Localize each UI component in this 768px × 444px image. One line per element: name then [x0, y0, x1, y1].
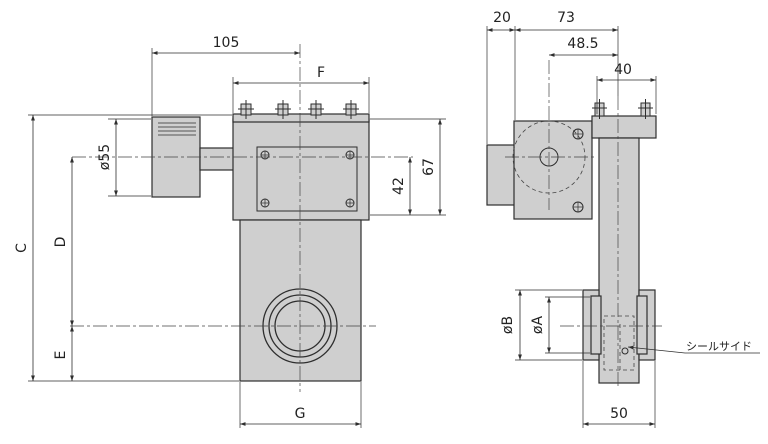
dim-C-label: C [14, 243, 30, 253]
gearbox-housing [232, 118, 370, 221]
side-top-bolts [592, 99, 653, 119]
side-top-block [591, 115, 657, 139]
dim-48-5-label: 48.5 [567, 36, 598, 52]
dim-67-label: 67 [421, 158, 437, 176]
top-bolts [238, 100, 359, 119]
side-gearbox [513, 120, 593, 220]
dim-E-label: E [53, 351, 69, 360]
front-view: 105 F ø55 C D E 42 67 G [14, 35, 446, 428]
dim-A-label: øA [530, 316, 546, 335]
side-extension-lines [486, 26, 657, 428]
front-extension-lines [28, 48, 446, 428]
side-motor-end [486, 144, 516, 206]
dim-42-label: 42 [391, 177, 407, 195]
motor-shaft [199, 147, 235, 171]
side-left-flange-inner [590, 295, 602, 355]
dim-40-label: 40 [614, 62, 632, 78]
side-valve-column [598, 137, 640, 384]
side-gearbox-screws [572, 128, 584, 213]
dim-50-label: 50 [610, 406, 628, 422]
mounting-plate [256, 146, 358, 212]
seal-side-label: シールサイド [686, 340, 752, 353]
dim-D-label: D [53, 237, 69, 248]
dim-F-label: F [317, 65, 325, 81]
hidden-gate [603, 315, 635, 371]
seal-point [621, 347, 629, 355]
motor-cooling-fins [158, 122, 196, 136]
dim-G-label: G [295, 406, 306, 422]
seal-side-leader [627, 345, 760, 354]
side-right-flange-inner [636, 295, 648, 355]
dim-105-label: 105 [213, 35, 240, 51]
plate-screws [260, 150, 355, 208]
dim-B-label: øB [500, 316, 516, 334]
dim-73-label: 73 [557, 10, 575, 26]
dim-20-label: 20 [493, 10, 511, 26]
dim-55-label: ø55 [97, 144, 113, 170]
side-view: 20 73 48.5 40 øB øA 50 シールサイド [486, 10, 760, 428]
top-flange [232, 113, 370, 123]
